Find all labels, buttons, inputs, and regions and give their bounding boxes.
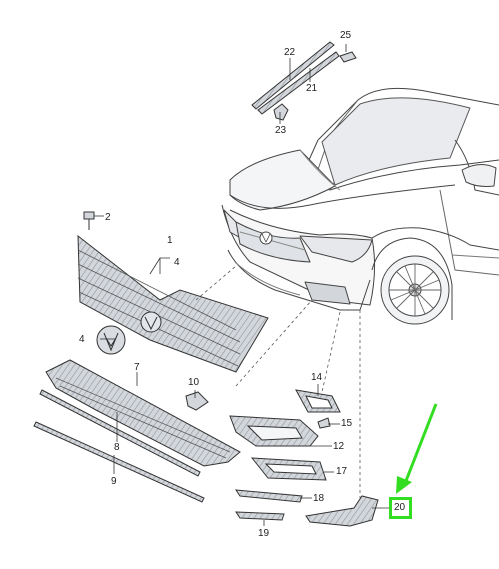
trim-strip-8 [39, 389, 201, 477]
leader-lines [94, 44, 389, 526]
trim-strip-9 [33, 421, 205, 503]
part-label-23: 23 [275, 125, 287, 136]
part-label-18: 18 [313, 493, 325, 504]
part-label-4-lower: 4 [79, 334, 85, 345]
screw-2 [83, 211, 95, 230]
part-label-19: 19 [258, 528, 270, 539]
emblem-4 [96, 325, 126, 355]
lower-grille-part [45, 359, 241, 467]
part-label-20: 20 [394, 502, 406, 513]
part-label-14: 14 [311, 372, 323, 383]
highlight-arrow [396, 403, 438, 494]
part-label-8: 8 [114, 442, 120, 453]
trim-ring-17 [250, 457, 327, 481]
vehicle-illustration [221, 87, 499, 325]
part-label-12: 12 [333, 441, 345, 452]
strip-19 [235, 511, 285, 521]
part-label-1: 1 [167, 235, 173, 246]
part-label-15: 15 [341, 418, 353, 429]
part-label-10: 10 [188, 377, 200, 388]
clip-25 [339, 51, 357, 63]
clip-15 [317, 417, 331, 429]
grille-emblem [140, 311, 162, 333]
part-label-21: 21 [306, 83, 318, 94]
part-label-9: 9 [111, 476, 117, 487]
part-label-4-upper: 4 [174, 257, 180, 268]
part-label-7: 7 [134, 362, 140, 373]
part-label-2: 2 [105, 212, 111, 223]
bracket-10 [185, 391, 209, 411]
trim-strip-21 [257, 51, 340, 115]
fog-lamp-trim-12 [229, 415, 319, 447]
guide-lines [195, 265, 361, 498]
trim-strip-22 [251, 41, 335, 110]
highlight-box-part-20 [389, 497, 412, 519]
part-label-25: 25 [340, 30, 352, 41]
clip-23 [273, 103, 289, 121]
frame-14 [295, 389, 341, 413]
strip-18 [235, 489, 303, 503]
part-label-17: 17 [336, 466, 348, 477]
trim-part-20 [305, 495, 379, 527]
part-label-22: 22 [284, 47, 296, 58]
roof-trim-parts [251, 41, 357, 121]
